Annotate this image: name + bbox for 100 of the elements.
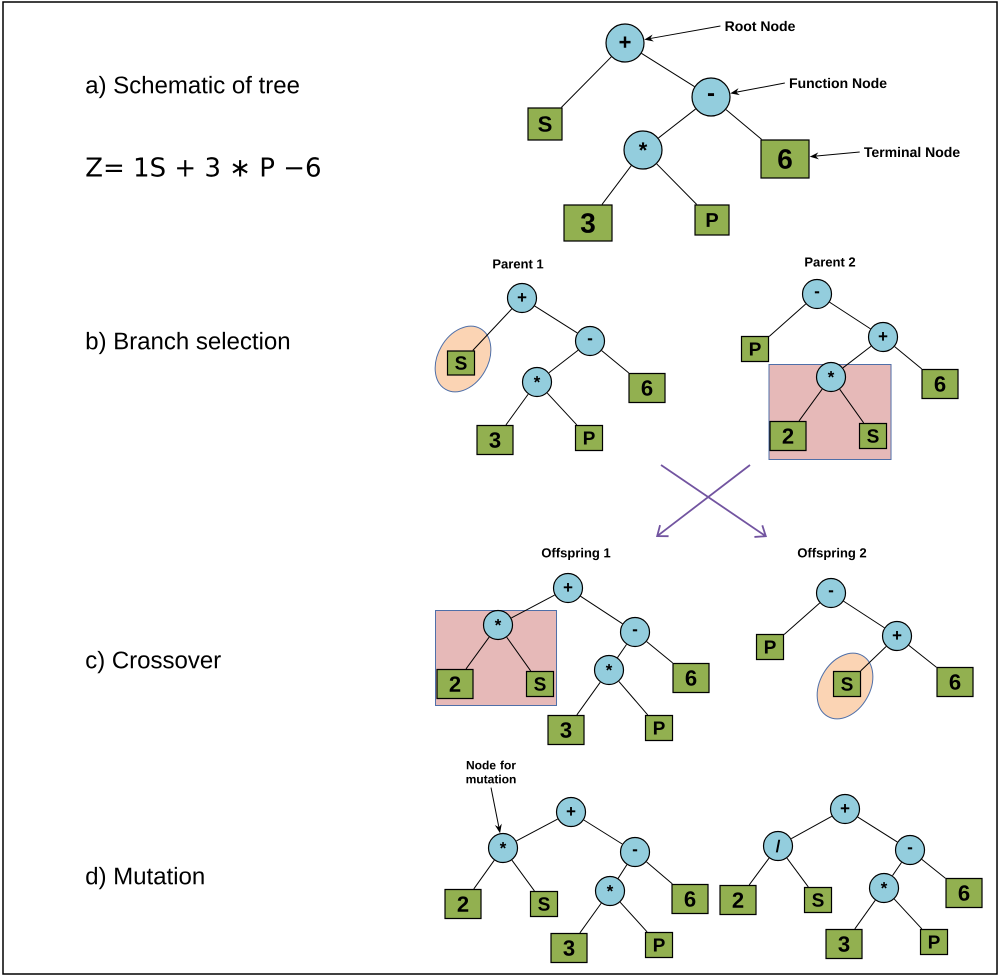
function-node: * — [816, 362, 846, 392]
function-node: - — [620, 836, 650, 868]
terminal-node: 3 — [825, 928, 863, 960]
function-node: - — [816, 578, 846, 608]
function-node: - — [691, 77, 731, 117]
branch-line — [516, 818, 558, 842]
branch-line — [602, 165, 632, 205]
function-node: * — [868, 872, 900, 904]
function-node: * — [594, 876, 626, 906]
annotation-label: Node for mutation — [466, 760, 516, 784]
terminal-node: 6 — [672, 662, 710, 694]
terminal-node: 3 — [547, 714, 585, 746]
terminal-node: 3 — [476, 424, 514, 456]
terminal-node: 3 — [550, 932, 588, 964]
branch-line — [908, 644, 937, 668]
branch-line — [505, 394, 529, 426]
tree-title: Offspring 1 — [542, 548, 610, 560]
terminal-node: 6 — [936, 666, 974, 698]
branch-line — [506, 636, 532, 672]
function-node: + — [556, 796, 586, 828]
function-node: + — [506, 282, 538, 314]
terminal-node: S — [832, 670, 862, 698]
branch-line — [790, 816, 832, 840]
terminal-node: 2 — [719, 884, 757, 916]
branch-line — [546, 392, 578, 426]
terminal-node: P — [644, 932, 674, 958]
function-node: * — [594, 654, 624, 686]
terminal-node: 6 — [921, 368, 959, 400]
branch-line — [601, 350, 630, 374]
function-node: - — [894, 834, 926, 866]
branch-line — [617, 644, 627, 658]
terminal-node: 2 — [769, 420, 807, 452]
branch-line — [618, 864, 628, 879]
branch-line — [583, 820, 623, 844]
function-node: + — [882, 620, 912, 652]
branch-line — [726, 109, 762, 140]
annotation-label: Function Node — [790, 78, 887, 88]
branch-line — [510, 594, 556, 618]
function-node: * — [488, 832, 518, 864]
terminal-node: S — [530, 890, 558, 918]
branch-line — [548, 350, 579, 374]
branch-line — [842, 346, 872, 368]
branch-line — [786, 858, 809, 888]
branch-line — [620, 902, 648, 932]
branch-line — [857, 816, 898, 842]
branch-line — [646, 861, 673, 884]
tree-title: Parent 1 — [493, 259, 544, 269]
branch-line — [560, 56, 612, 108]
annotation-label: Terminal Node — [864, 146, 960, 158]
terminal-node: S — [804, 886, 832, 914]
function-node: * — [482, 610, 514, 640]
branch-line — [472, 308, 512, 351]
branch-line — [511, 860, 535, 892]
terminal-node: P — [694, 204, 730, 236]
function-node: - — [620, 616, 650, 648]
terminal-node: P — [574, 424, 604, 452]
section-label: b) Branch selection — [86, 332, 290, 354]
terminal-node: P — [644, 714, 674, 742]
terminal-node: S — [526, 670, 554, 698]
branch-line — [748, 858, 770, 886]
terminal-node: P — [740, 336, 770, 362]
branch-line — [656, 163, 698, 205]
branch-line — [798, 388, 823, 422]
terminal-node: S — [446, 350, 476, 376]
tree-title: Offspring 2 — [798, 548, 866, 560]
function-node: + — [830, 794, 860, 824]
branch-line — [580, 596, 623, 624]
branch-line — [534, 306, 578, 334]
section-label: d) Mutation — [86, 866, 204, 890]
function-node: + — [605, 23, 645, 63]
equation: Z= 1S + 3 ∗ P −6 — [86, 157, 320, 177]
branch-line — [466, 636, 490, 670]
branch-line — [641, 52, 695, 88]
section-label: a) Schematic of tree — [86, 76, 299, 98]
branch-line — [839, 388, 864, 424]
function-node: - — [574, 326, 606, 356]
branch-line — [579, 902, 602, 934]
function-node: / — [762, 830, 794, 862]
terminal-node: S — [858, 422, 888, 450]
terminal-node: 6 — [628, 372, 666, 404]
branch-line — [646, 641, 674, 664]
branch-line — [576, 682, 601, 716]
terminal-node: 6 — [945, 878, 983, 908]
terminal-node: 6 — [671, 884, 709, 914]
branch-line — [784, 602, 820, 636]
function-node: + — [868, 322, 898, 352]
branch-line — [921, 858, 946, 879]
branch-line — [854, 900, 876, 930]
terminal-node: S — [527, 107, 563, 141]
branch-line — [860, 646, 887, 672]
section-label: c) Crossover — [86, 650, 221, 674]
terminal-node: P — [756, 634, 784, 660]
function-node: * — [522, 366, 552, 398]
terminal-node: 2 — [444, 888, 482, 920]
branch-line — [843, 600, 885, 628]
terminal-node: P — [920, 928, 948, 956]
branch-line — [894, 898, 922, 930]
branch-line — [473, 860, 495, 890]
branch-line — [768, 304, 806, 337]
branch-line — [618, 680, 648, 716]
